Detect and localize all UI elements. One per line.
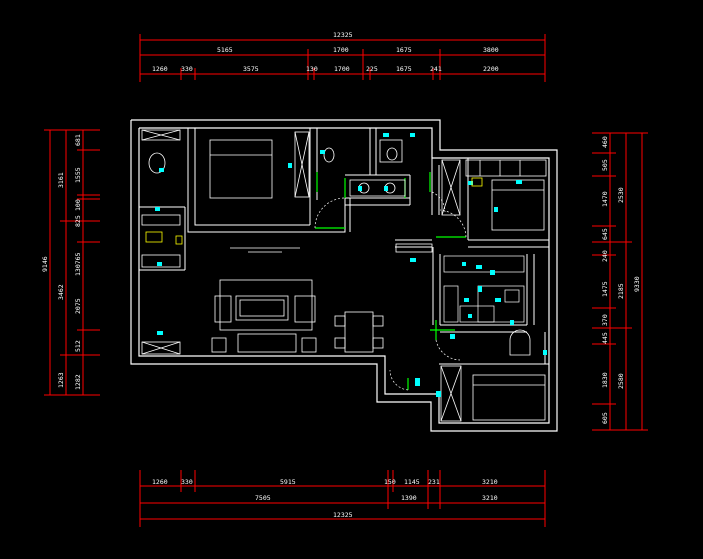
left-dim-col2-c: 1263: [57, 372, 65, 388]
top-dim-row3-a: 1260: [152, 65, 168, 73]
exterior-walls: [130, 119, 558, 432]
right-dim-col3-e: 240: [601, 250, 609, 262]
interior-walls: [139, 128, 549, 365]
left-dim-col3-f: 2075: [74, 298, 82, 314]
bottom-dimension-lines: [139, 470, 546, 527]
bottom-dim-row1-g: 3210: [482, 478, 498, 486]
right-dim-col3-i: 1830: [601, 372, 609, 388]
left-dimension-lines: [44, 129, 100, 396]
bottom-dim-row1-e: 1145: [404, 478, 420, 486]
bottom-dim-row2-b: 1390: [401, 494, 417, 502]
top-dim-row3-g: 1675: [396, 65, 412, 73]
bottom-dim-overall: 12325: [333, 511, 353, 519]
left-dim-col3-e: 130765: [74, 252, 82, 276]
top-dimension-lines: [139, 34, 546, 82]
cabinets: [141, 129, 547, 422]
left-dim-col3-g: 512: [74, 340, 82, 352]
right-dim-col2-a: 2530: [617, 187, 625, 203]
kitchen-fixtures: [443, 255, 525, 323]
left-dim-col3-c: 100: [74, 199, 82, 211]
bottom-dim-row2-c: 3210: [482, 494, 498, 502]
bottom-dim-row1-b: 330: [181, 478, 193, 486]
left-dim-col3-d: 825: [74, 215, 82, 227]
top-dim-row2-a: 5165: [217, 46, 233, 54]
top-dim-row3-b: 330: [181, 65, 193, 73]
right-dim-col3-c: 1470: [601, 191, 609, 207]
right-dim-col3-g: 370: [601, 314, 609, 326]
bottom-dim-row1-c: 5915: [280, 478, 296, 486]
yellow-accents: [145, 177, 483, 245]
left-dim-col3-a: 681: [74, 134, 82, 146]
right-dim-col2-b: 2185: [617, 283, 625, 299]
top-dim-row3-c: 3575: [243, 65, 259, 73]
door-swings: [314, 191, 467, 391]
right-dim-col3-d: 645: [601, 228, 609, 240]
bottom-dim-row2-a: 7505: [255, 494, 271, 502]
bottom-dim-row1-a: 1260: [152, 478, 168, 486]
left-dim-col3-b: 1555: [74, 167, 82, 183]
bottom-dim-row1-d: 150: [384, 478, 396, 486]
right-dim-col2-c: 2580: [617, 373, 625, 389]
top-dim-row2-b: 1700: [333, 46, 349, 54]
right-dim-col3-a: 460: [601, 136, 609, 148]
right-dim-overall: 9330: [633, 276, 641, 292]
left-dim-col2-b: 3462: [57, 284, 65, 300]
top-dim-row3-e: 1700: [334, 65, 350, 73]
right-dim-col3-h: 445: [601, 332, 609, 344]
top-dim-row3-i: 2200: [483, 65, 499, 73]
living-furniture: [211, 247, 384, 353]
top-dim-row3-h: 241: [430, 65, 442, 73]
left-dim-overall: 9146: [41, 256, 49, 272]
bottom-dim-row1-f: 231: [428, 478, 440, 486]
top-dim-row2-c: 1675: [396, 46, 412, 54]
left-dim-col2-a: 3161: [57, 172, 65, 188]
top-dim-row3-d: 130: [306, 65, 318, 73]
top-dim-row3-f: 225: [366, 65, 378, 73]
right-dim-col3-f: 1475: [601, 281, 609, 297]
right-dimension-lines: [592, 132, 648, 431]
top-dim-row2-d: 3800: [483, 46, 499, 54]
right-dim-col3-b: 505: [601, 159, 609, 171]
left-dim-col3-h: 1282: [74, 374, 82, 390]
top-dim-overall: 12325: [333, 31, 353, 39]
cyan-fixture-symbols: [155, 133, 547, 397]
right-dim-col3-j: 605: [601, 412, 609, 424]
